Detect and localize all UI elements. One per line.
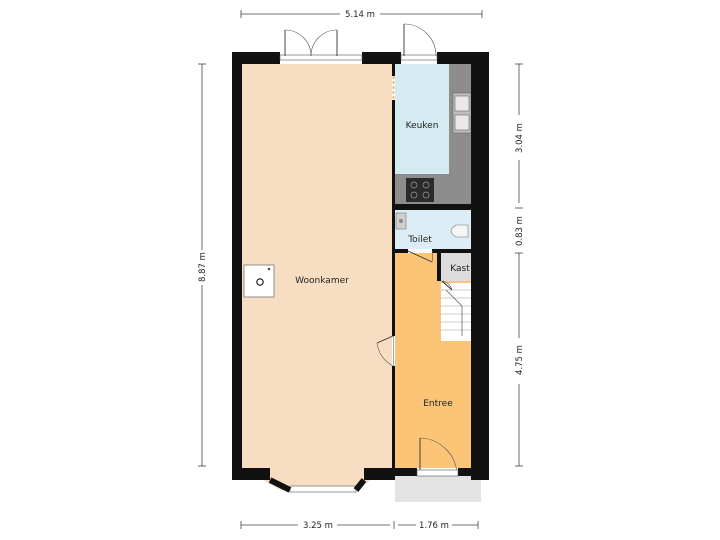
chimney-icon [243, 264, 275, 298]
garden-door-double-icon [284, 29, 338, 57]
room-label-hall: Entree [423, 399, 453, 409]
sink-basin-top [454, 95, 470, 112]
dimension-right-hall-label: 4.75 m [515, 345, 525, 375]
washbasin-drain [399, 219, 403, 223]
chimney-flue-icon [256, 278, 264, 286]
dimension-right: 3.04 m 0.83 m 4.75 m [515, 63, 525, 467]
sink-basin-bottom [454, 114, 470, 131]
dimension-right-toilet-label: 0.83 m [515, 216, 525, 246]
dimension-bottom-living-label: 3.25 m [303, 521, 333, 531]
storage-area [441, 253, 471, 281]
kitchen-back-door-icon [403, 23, 437, 57]
dimension-left: 8.87 m [198, 63, 208, 467]
stove-icon [406, 178, 434, 202]
dimension-bottom: 3.25 m 1.76 m [240, 521, 479, 531]
room-label-storage: Kast [450, 264, 470, 274]
room-label-living: Woonkamer [295, 276, 349, 286]
front-door-icon [416, 437, 459, 477]
doorstep [395, 476, 481, 502]
dimension-right-kitchen-label: 3.04 m [515, 123, 525, 153]
window-top-right [400, 54, 438, 61]
dimension-top-label: 5.14 m [345, 10, 375, 20]
dimension-top: 5.14 m [240, 10, 483, 20]
window-top-left [279, 54, 363, 61]
dimension-left-label: 8.87 m [198, 252, 208, 282]
room-label-toilet: Toilet [407, 235, 432, 245]
toilet-door-icon [407, 250, 433, 263]
living-room-door-icon [376, 335, 394, 367]
walls [232, 52, 489, 480]
stove-burner [410, 191, 418, 199]
dimension-bottom-hall-label: 1.76 m [419, 521, 449, 531]
toilet-bowl-icon [450, 224, 469, 238]
room-label-kitchen: Keuken [406, 121, 439, 131]
stove-burner [410, 181, 418, 189]
kitchen-counter [449, 64, 471, 204]
storage-door-icon [441, 280, 453, 291]
stove-burner [422, 181, 430, 189]
stove-burner [422, 191, 430, 199]
staircase [441, 283, 471, 341]
window-bay [289, 485, 357, 493]
